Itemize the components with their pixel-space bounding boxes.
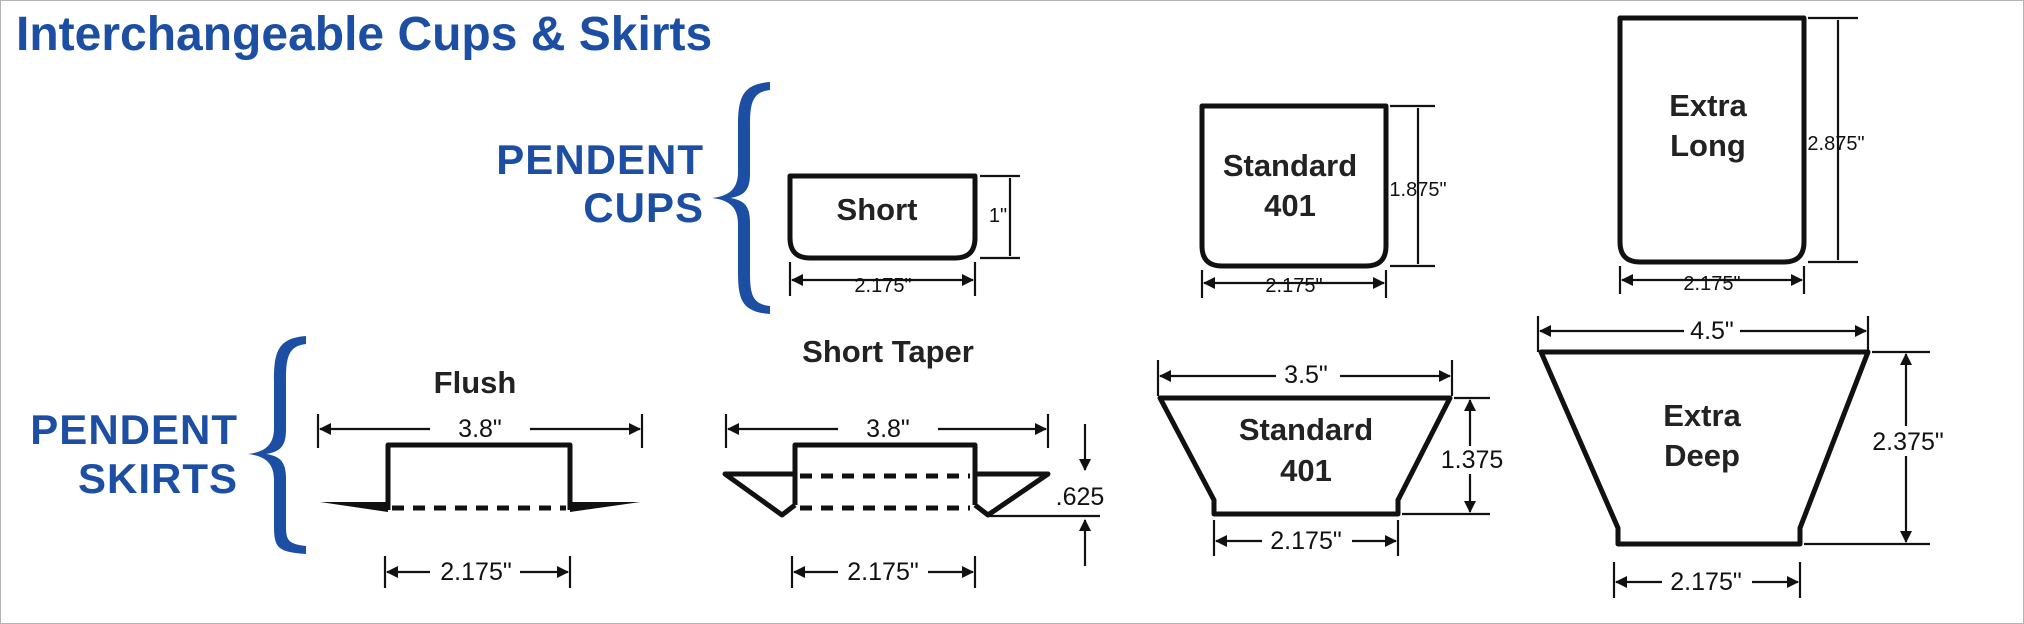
skirt-flush: Flush 3.8" 2.175" — [316, 365, 644, 588]
skirt-extra-bottom-width: 2.175" — [1670, 568, 1741, 596]
skirt-standard-label-1: Standard — [1239, 412, 1373, 447]
skirt-standard-top-width: 3.5" — [1284, 361, 1328, 389]
cup-standard-height: 1.875" — [1389, 179, 1446, 201]
cup-extra-label-1: Extra — [1669, 88, 1747, 123]
skirt-standard-height: 1.375 — [1441, 446, 1504, 474]
cup-standard-401: Standard 401 2.175" 1.875" — [1199, 103, 1447, 298]
cup-short-label: Short — [837, 192, 918, 227]
skirt-extra-label-1: Extra — [1663, 398, 1741, 433]
section-skirts-line1: PENDENT — [30, 406, 238, 453]
skirt-flush-label: Flush — [434, 365, 517, 400]
cups-brace-icon — [712, 82, 770, 314]
skirt-extra-height: 2.375" — [1872, 428, 1943, 456]
skirt-flush-bottom-width: 2.175" — [440, 558, 511, 586]
skirt-taper-top-width: 3.8" — [866, 415, 910, 443]
skirt-taper-bottom-width: 2.175" — [847, 558, 918, 586]
skirt-extra-label-2: Deep — [1664, 438, 1740, 473]
skirt-standard-401: 3.5" Standard 401 1.375 2.175" — [1156, 360, 1510, 556]
skirt-extra-deep: 4.5" Extra Deep 2.375" 2.175" — [1536, 316, 1944, 598]
section-cups-line1: PENDENT — [496, 136, 704, 183]
skirt-flush-top-width: 3.8" — [458, 415, 502, 443]
skirt-taper-depth: .625 — [1056, 483, 1105, 511]
cup-standard-label-2: 401 — [1264, 188, 1316, 223]
skirt-standard-bottom-width: 2.175" — [1270, 527, 1341, 555]
skirt-short-taper: Short Taper 3.8" .625 2.175" — [722, 334, 1105, 588]
cup-extra-label-2: Long — [1670, 128, 1746, 163]
cup-short-width: 2.175" — [854, 275, 911, 297]
cup-extra-long: Extra Long 2.175" 2.875" — [1617, 15, 1865, 295]
section-skirts-line2: SKIRTS — [78, 455, 238, 502]
cup-short: Short 2.175" 1" — [787, 173, 1020, 297]
skirt-taper-label: Short Taper — [802, 334, 974, 369]
diagram-title: Interchangeable Cups & Skirts — [16, 8, 712, 61]
cup-standard-label-1: Standard — [1223, 148, 1357, 183]
cup-extra-height: 2.875" — [1807, 133, 1864, 155]
skirt-extra-top-width: 4.5" — [1690, 317, 1734, 345]
skirt-standard-label-2: 401 — [1280, 453, 1332, 488]
cup-standard-width: 2.175" — [1265, 275, 1322, 297]
section-cups-line2: CUPS — [583, 184, 704, 231]
cup-short-height: 1" — [989, 205, 1007, 227]
skirts-brace-icon — [248, 336, 306, 554]
cup-extra-width: 2.175" — [1683, 273, 1740, 295]
